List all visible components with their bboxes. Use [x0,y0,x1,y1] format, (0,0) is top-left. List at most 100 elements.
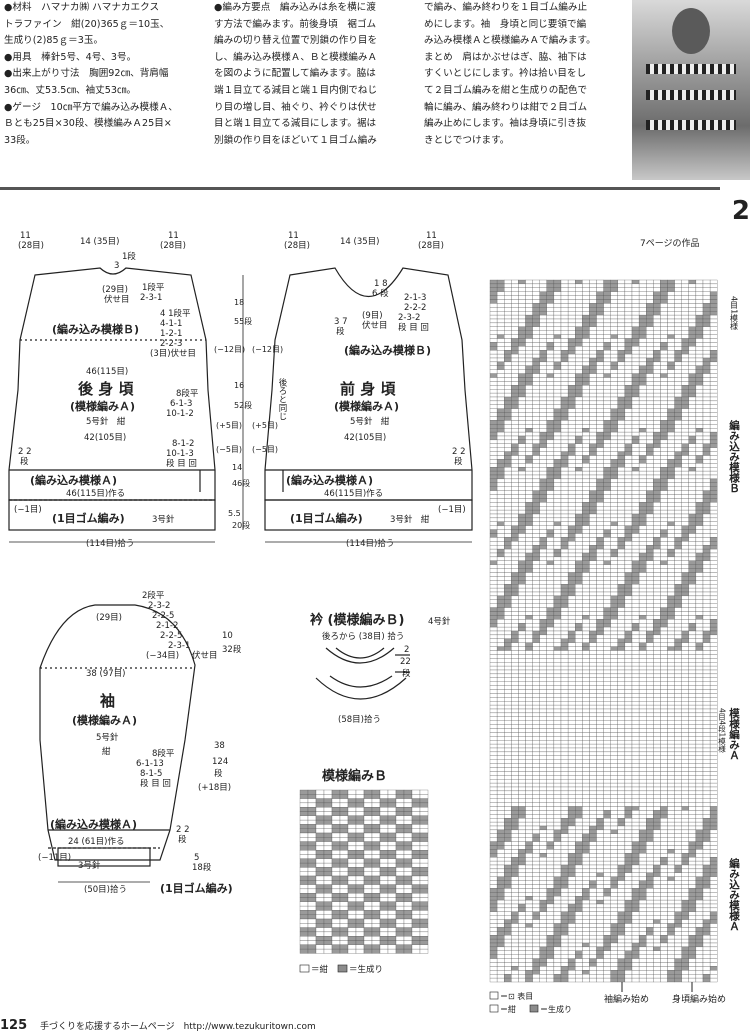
svg-text:(−11目): (−11目) [38,853,71,863]
svg-text:伏せ目: 伏せ目 [104,294,130,305]
sleeve-pickup: (50目)拾う [84,884,127,895]
svg-text:2-3-2: 2-3-2 [398,313,420,323]
body-start-label: 身頃編み始め [672,993,726,1005]
svg-text:段: 段 [336,326,345,337]
text-line: り目の増し目、袖ぐり、衿ぐりは伏せ [214,101,377,113]
svg-text:(114目)拾う: (114目)拾う [346,538,394,549]
text-line: み込み模様Ａと模様編みＡで編みます。 [424,35,596,47]
back-band-a-label: (編み込み模様Ａ) [30,473,117,487]
front-yoke-label: (編み込み模様Ｂ) [344,343,431,357]
svg-text:(模様編みＡ): (模様編みＡ) [72,713,137,727]
svg-text:5: 5 [194,853,199,863]
svg-text:(+5目): (+5目) [252,421,278,430]
svg-text:2-2-3: 2-2-3 [160,339,182,349]
svg-text:(−1目): (−1目) [14,505,42,515]
svg-text:2: 2 [404,645,409,655]
sleeve-title: 袖 [100,692,115,710]
collar-title: 衿 (模様編みＢ) [310,612,404,628]
svg-text:124: 124 [212,757,228,767]
svg-text:3: 3 [114,261,119,271]
svg-text:8段平: 8段平 [176,388,199,399]
text-line: 輪に編み、編み終わりは紺で２目ゴム [424,101,588,113]
back-pickup: (114目)拾う [86,538,134,549]
svg-text:6-1-13: 6-1-13 [136,759,164,769]
text-line: 生成り(2)85ｇ＝3玉。 [4,35,104,47]
text-line: 33段。 [4,134,36,146]
section-number: 2 [731,196,750,226]
svg-text:5号針 紺: 5号針 紺 [350,416,390,427]
text-line: すくいとじにします。衿は拾い目をし [424,68,587,80]
svg-text:伏せ目: 伏せ目 [362,320,388,331]
svg-text:(−5目): (−5目) [252,445,278,454]
text-line: す方法で編みます。前後身頃 裾ゴム [214,18,377,30]
svg-text:(29目): (29目) [96,613,122,623]
svg-text:46段: 46段 [232,478,250,488]
svg-text:2-3-1: 2-3-1 [168,641,190,651]
legend-knit: ＝⊡ 表目 [500,991,533,1001]
svg-text:1段: 1段 [122,251,136,262]
svg-text:38: 38 [214,741,225,751]
text-line: トラファイン 紺(20)365ｇ＝10玉、 [4,18,170,30]
svg-text:4-1-1: 4-1-1 [160,319,182,329]
back-waist-width: 42(105目) [84,433,126,443]
svg-text:後ろと同じ: 後ろと同じ [277,377,287,420]
svg-text:5号針 紺: 5号針 紺 [86,416,126,427]
chart-b-grid [299,789,429,954]
sleeve-band-a-label: (編み込み模様Ａ) [50,817,137,831]
svg-text:(+18目): (+18目) [198,783,231,793]
page-footer: 125 手づくりを応援するホームページ http://www.tezukurit… [0,1018,316,1033]
svg-text:8段平: 8段平 [152,748,175,759]
svg-text:11: 11 [288,231,299,241]
svg-text:(+5目): (+5目) [216,421,242,430]
svg-text:14: 14 [232,463,242,472]
svg-text:伏せ目: 伏せ目 [192,650,218,661]
svg-text:8-1-5: 8-1-5 [140,769,162,779]
svg-text:(−34目): (−34目) [146,651,179,661]
svg-text:(−12目): (−12目) [214,345,245,354]
chart-b-legend-navy: ＝紺 [311,964,329,975]
text-line: を図のように配置して編みます。脇は [214,68,376,80]
svg-text:2-2-5: 2-2-5 [160,631,182,641]
svg-text:1 8: 1 8 [374,279,388,289]
text-line: し、編み込み模様Ａ、Ｂと模様編みＡ [214,51,378,63]
svg-text:1段平: 1段平 [142,282,165,293]
svg-text:(9目): (9目) [362,311,383,321]
svg-text:2-1-2: 2-1-2 [156,621,178,631]
svg-text:(模様編みＡ): (模様編みＡ) [334,399,399,413]
footer-text: 手づくりを応援するホームページ http://www.tezukuritown.… [40,1022,316,1032]
back-body-title: 後 身 頃 [77,380,134,398]
svg-text:11: 11 [168,231,179,241]
svg-text:(模様編みＡ): (模様編みＡ) [70,399,135,413]
text-line: て２目ゴム編みを紺と生成りの配色で [424,84,588,96]
sleeve-rib-label: (1目ゴム編み) [160,881,233,895]
svg-text:52段: 52段 [234,400,252,410]
svg-text:5号針: 5号針 [96,732,119,743]
svg-text:11: 11 [426,231,437,241]
svg-text:46(115目)作る: 46(115目)作る [324,488,383,499]
sleeve-width: 38 (97目) [86,669,125,679]
svg-text:2-2-2: 2-2-2 [404,303,426,313]
legend-navy: ＝紺 [500,1004,516,1014]
finishing-column: で編み、編み終わりを１目ゴム編み止めにします。袖 身頃と同じ要領で編み込み模様Ａ… [424,0,624,149]
svg-text:2 2: 2 2 [18,447,32,457]
text-line: ●出来上がり寸法 胸囲92㎝、背肩幅 [4,68,169,80]
svg-text:14 (35目): 14 (35目) [80,237,119,247]
text-line: 編みの切り替え位置で別鎖の作り目を [214,35,378,47]
back-body-diagram [8,267,216,531]
text-line: Ｂとも25目×30段、模様編みＡ25目× [4,118,172,130]
back-rib-label: (1目ゴム編み) [52,511,125,525]
text-line: めにします。袖 身頃と同じ要領で編 [424,18,587,30]
collar-front-pickup: (58目)拾う [338,714,381,725]
chart-b-legend-natural: ＝生成り [349,964,383,975]
chart-b-title: 模様編みＢ [322,768,387,784]
text-line: 端１目立てる減目と端１目内側でねじ [214,84,378,96]
svg-text:(29目): (29目) [102,285,128,295]
svg-text:6-1-3: 6-1-3 [170,399,192,409]
text-line: まとめ 肩はかぶせはぎ、脇、袖下は [424,51,587,63]
svg-text:(28目): (28目) [418,241,444,251]
svg-text:2-2-5: 2-2-5 [152,611,174,621]
svg-text:6 段: 6 段 [372,288,389,299]
svg-text:18段: 18段 [192,862,212,873]
front-band-a-label: (編み込み模様Ａ) [286,473,373,487]
